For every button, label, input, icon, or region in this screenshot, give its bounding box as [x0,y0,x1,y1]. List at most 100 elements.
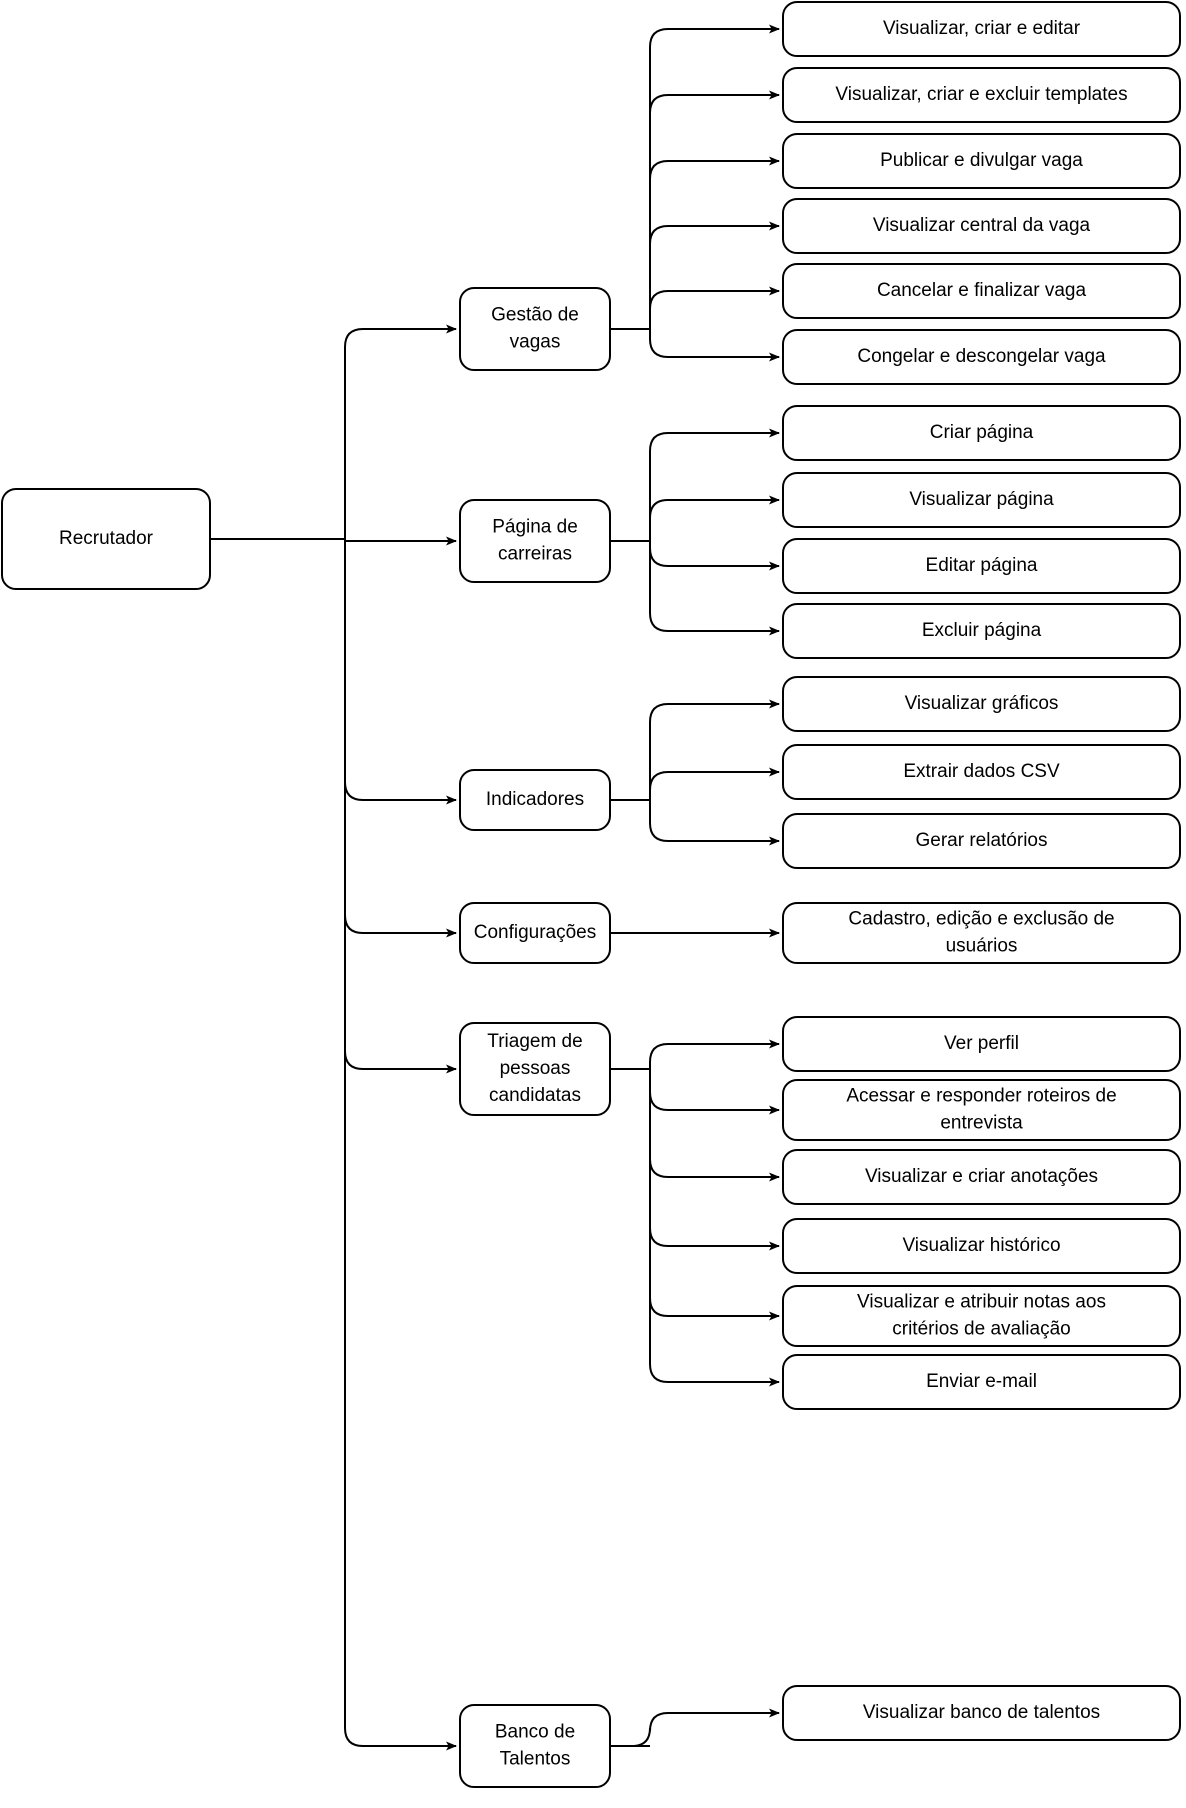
node-box-ver-perfil[interactable] [782,1016,1181,1072]
node-label-pagina-de-carreiras: Página de [492,517,578,538]
node-configuracoes[interactable]: Configurações [459,902,611,964]
node-label-visualizar-criar-anotacoes: Visualizar e criar anotações [865,1166,1098,1187]
node-box-acessar-responder-roteiros-entrevista[interactable] [782,1079,1181,1141]
node-box-visualizar-historico[interactable] [782,1218,1181,1274]
node-cadastro-edicao-exclusao-usuarios[interactable]: Cadastro, edição e exclusão de usuários [782,902,1181,964]
edge-pagina-de-carreiras-to-editar-pagina [649,547,780,571]
node-excluir-pagina[interactable]: Excluir página [782,603,1181,659]
node-box-gestao-de-vagas[interactable] [459,287,611,371]
node-indicadores[interactable]: Indicadores [459,769,611,831]
node-label-ver-perfil: Ver perfil [944,1033,1019,1054]
node-gerar-relatorios[interactable]: Gerar relatórios [782,813,1181,869]
node-enviar-email[interactable]: Enviar e-mail [782,1354,1181,1410]
node-box-pagina-de-carreiras[interactable] [459,499,611,583]
node-visualizar-criar-editar[interactable]: Visualizar, criar e editar [782,1,1181,57]
node-label-criar-pagina: Criar página [930,422,1034,443]
node-box-visualizar-criar-anotacoes[interactable] [782,1149,1181,1205]
node-box-congelar-descongelar-vaga[interactable] [782,329,1181,385]
node-cancelar-finalizar-vaga[interactable]: Cancelar e finalizar vaga [782,263,1181,319]
node-label-congelar-descongelar-vaga: Congelar e descongelar vaga [857,346,1106,367]
node-label-excluir-pagina: Excluir página [922,620,1042,641]
node-box-visualizar-graficos[interactable] [782,676,1181,732]
node-label-indicadores: Indicadores [486,789,584,810]
node-label-visualizar-central-da-vaga: Visualizar central da vaga [873,215,1091,236]
node-label-cancelar-finalizar-vaga: Cancelar e finalizar vaga [877,280,1087,301]
node-label-visualizar-pagina: Visualizar página [909,489,1054,510]
node-label-acessar-responder-roteiros-entrevista: Acessar e responder roteiros de [846,1086,1116,1107]
node-box-excluir-pagina[interactable] [782,603,1181,659]
edge-banco-de-talentos-to-visualizar-banco-de-talentos [610,1708,780,1747]
node-recrutador[interactable]: Recrutador [1,488,211,590]
node-ver-perfil[interactable]: Ver perfil [782,1016,1181,1072]
node-box-triagem-de-pessoas-candidatas[interactable] [459,1022,611,1116]
node-box-gerar-relatorios[interactable] [782,813,1181,869]
edge-indicadores-to-visualizar-graficos [649,699,780,723]
node-box-criar-pagina[interactable] [782,405,1181,461]
node-label-publicar-divulgar-vaga: Publicar e divulgar vaga [880,150,1083,171]
edge-indicadores-to-gerar-relatorios [649,822,780,846]
node-extrair-dados-csv[interactable]: Extrair dados CSV [782,744,1181,800]
node-label-cadastro-edicao-exclusao-usuarios: usuários [946,936,1018,957]
node-label-cadastro-edicao-exclusao-usuarios: Cadastro, edição e exclusão de [848,909,1114,930]
edge-triagem-de-pessoas-candidatas-to-enviar-email [649,1363,780,1387]
edge-triagem-de-pessoas-candidatas-to-visualizar-historico [649,1227,780,1251]
node-visualizar-banco-de-talentos[interactable]: Visualizar banco de talentos [782,1685,1181,1741]
node-congelar-descongelar-vaga[interactable]: Congelar e descongelar vaga [782,329,1181,385]
node-label-gestao-de-vagas: Gestão de [491,305,579,326]
edge-gestao-de-vagas-to-cancelar-finalizar-vaga [649,286,780,310]
node-label-triagem-de-pessoas-candidatas: pessoas [500,1058,571,1079]
node-label-visualizar-atribuir-notas: Visualizar e atribuir notas aos [857,1292,1106,1313]
node-acessar-responder-roteiros-entrevista[interactable]: Acessar e responder roteiros de entrevist… [782,1079,1181,1141]
edge-root-to-gestao-de-vagas [344,324,457,348]
node-box-editar-pagina[interactable] [782,538,1181,594]
node-box-visualizar-central-da-vaga[interactable] [782,198,1181,254]
node-box-visualizar-criar-excluir-templates[interactable] [782,67,1181,123]
edge-pagina-de-carreiras-to-excluir-pagina [649,612,780,636]
node-label-enviar-email: Enviar e-mail [926,1371,1037,1392]
node-box-visualizar-banco-de-talentos[interactable] [782,1685,1181,1741]
node-criar-pagina[interactable]: Criar página [782,405,1181,461]
node-label-gerar-relatorios: Gerar relatórios [916,830,1048,851]
node-visualizar-criar-excluir-templates[interactable]: Visualizar, criar e excluir templates [782,67,1181,123]
node-editar-pagina[interactable]: Editar página [782,538,1181,594]
node-visualizar-historico[interactable]: Visualizar histórico [782,1218,1181,1274]
node-box-cadastro-edicao-exclusao-usuarios[interactable] [782,902,1181,964]
node-box-recrutador[interactable] [1,488,211,590]
node-box-cancelar-finalizar-vaga[interactable] [782,263,1181,319]
node-label-banco-de-talentos: Talentos [500,1749,571,1770]
node-publicar-divulgar-vaga[interactable]: Publicar e divulgar vaga [782,133,1181,189]
node-label-visualizar-historico: Visualizar histórico [902,1235,1060,1256]
edge-pagina-de-carreiras-to-visualizar-pagina [649,495,780,519]
node-visualizar-central-da-vaga[interactable]: Visualizar central da vaga [782,198,1181,254]
edge-gestao-de-vagas-to-visualizar-central-da-vaga [649,221,780,245]
node-box-visualizar-pagina[interactable] [782,472,1181,528]
node-visualizar-atribuir-notas[interactable]: Visualizar e atribuir notas aoscritérios… [782,1285,1181,1347]
node-label-triagem-de-pessoas-candidatas: candidatas [489,1085,581,1106]
node-label-pagina-de-carreiras: carreiras [498,544,572,565]
node-label-visualizar-criar-excluir-templates: Visualizar, criar e excluir templates [835,84,1127,105]
node-pagina-de-carreiras[interactable]: Página de carreiras [459,499,611,583]
node-label-recrutador: Recrutador [59,528,154,549]
edge-triagem-de-pessoas-candidatas-to-acessar-responder-roteiros-entrevista [649,1091,780,1115]
node-box-indicadores[interactable] [459,769,611,831]
node-box-enviar-email[interactable] [782,1354,1181,1410]
node-box-visualizar-atribuir-notas[interactable] [782,1285,1181,1347]
node-box-extrair-dados-csv[interactable] [782,744,1181,800]
node-label-visualizar-banco-de-talentos: Visualizar banco de talentos [863,1702,1100,1723]
node-box-configuracoes[interactable] [459,902,611,964]
node-label-editar-pagina: Editar página [926,555,1038,576]
node-visualizar-criar-anotacoes[interactable]: Visualizar e criar anotações [782,1149,1181,1205]
node-box-visualizar-criar-editar[interactable] [782,1,1181,57]
node-box-publicar-divulgar-vaga[interactable] [782,133,1181,189]
node-box-banco-de-talentos[interactable] [459,1704,611,1788]
edge-triagem-de-pessoas-candidatas-to-visualizar-criar-anotacoes [649,1158,780,1182]
node-visualizar-pagina[interactable]: Visualizar página [782,472,1181,528]
node-visualizar-graficos[interactable]: Visualizar gráficos [782,676,1181,732]
node-label-acessar-responder-roteiros-entrevista: entrevista [940,1113,1023,1134]
edge-triagem-de-pessoas-candidatas-to-visualizar-atribuir-notas [649,1297,780,1321]
